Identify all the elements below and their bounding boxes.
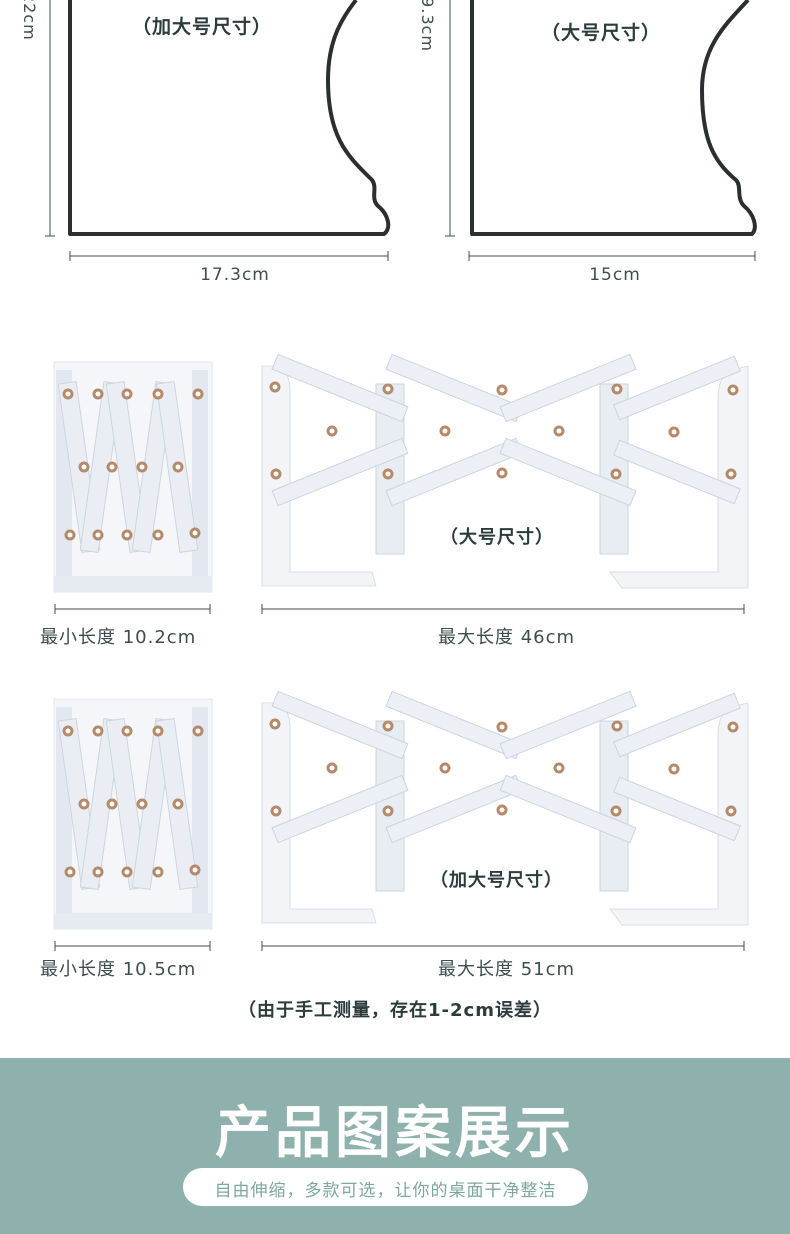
outline-large <box>470 0 757 236</box>
row2-product-photos <box>53 690 749 951</box>
measurement-note: （由于手工测量，存在1-2cm误差） <box>238 1000 552 1021</box>
banner-title: 产品图案展示 <box>215 1101 575 1166</box>
row1-min-length: 最小长度 10.2cm <box>40 627 197 648</box>
row1-size-tag: （大号尺寸） <box>440 527 554 548</box>
expanded-bookend-large <box>261 353 749 589</box>
left-height-label: 22cm <box>20 0 39 41</box>
expanded-bookend-extra-large <box>261 690 749 926</box>
row1-product-photos <box>53 353 749 614</box>
banner-subtitle: 自由伸缩，多款可选，让你的桌面干净整洁 <box>214 1181 557 1201</box>
banner-subtitle-pill: 自由伸缩，多款可选，让你的桌面干净整洁 <box>183 1168 588 1206</box>
left-size-label: （加大号尺寸） <box>132 16 273 38</box>
collapsed-bookend-extra-large <box>53 698 213 930</box>
outline-extra-large <box>68 0 391 236</box>
collapsed-bookend-large <box>53 361 213 593</box>
row2-size-tag: （加大号尺寸） <box>430 870 563 891</box>
right-width-label: 15cm <box>589 265 641 285</box>
right-height-label: 19.3cm <box>418 0 437 53</box>
left-width-label: 17.3cm <box>200 265 270 285</box>
row2-min-length: 最小长度 10.5cm <box>40 959 197 980</box>
bookend-outline-diagrams <box>45 0 757 261</box>
product-display-banner: 产品图案展示 自由伸缩，多款可选，让你的桌面干净整洁 <box>0 1058 790 1234</box>
row2-max-length: 最大长度 51cm <box>438 959 576 980</box>
row1-max-length: 最大长度 46cm <box>438 627 576 648</box>
right-size-label: （大号尺寸） <box>541 22 662 44</box>
